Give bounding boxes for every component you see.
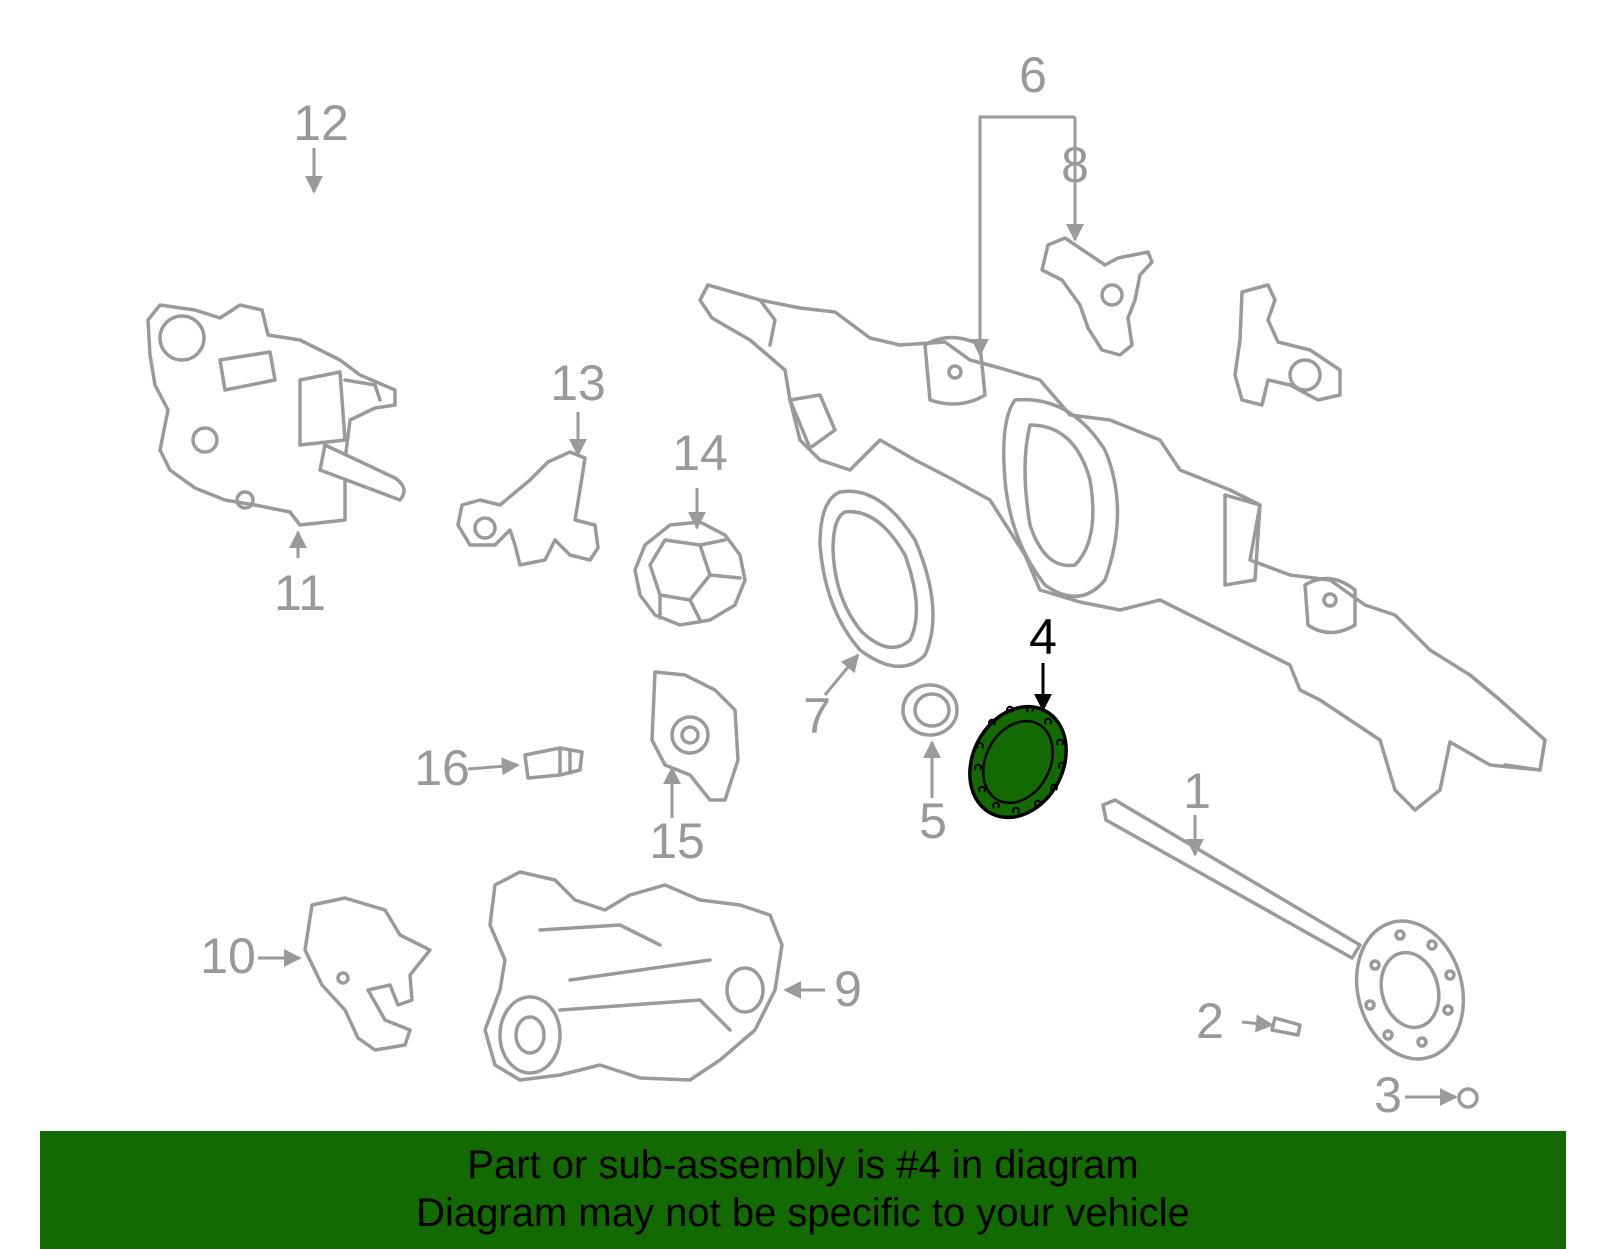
part-16-sensor[interactable] xyxy=(523,746,584,780)
banner-line-2: Diagram may not be specific to your vehi… xyxy=(416,1191,1190,1235)
callout-8: 8 xyxy=(1061,137,1089,193)
part-4-cover-plate[interactable] xyxy=(951,690,1085,835)
part-3-nut[interactable] xyxy=(1457,1087,1479,1109)
part-6-axle-housing[interactable] xyxy=(698,283,1547,812)
part-11-transfer-case[interactable] xyxy=(146,303,406,527)
leader-lines xyxy=(258,115,1458,1106)
callout-2: 2 xyxy=(1196,993,1224,1049)
callout-6: 6 xyxy=(1019,47,1047,103)
info-banner: Part or sub-assembly is #4 in diagram Di… xyxy=(40,1131,1566,1249)
callout-4: 4 xyxy=(1029,609,1057,665)
callout-5: 5 xyxy=(919,793,947,849)
banner-line-1: Part or sub-assembly is #4 in diagram xyxy=(467,1143,1139,1187)
part-10-heat-shield[interactable] xyxy=(303,896,432,1052)
part-8-bracket[interactable] xyxy=(1040,236,1342,407)
part-15-bracket[interactable] xyxy=(650,670,740,802)
part-14-differential-gear[interactable] xyxy=(633,520,747,627)
callout-16: 16 xyxy=(414,740,470,796)
part-1-axle-shaft[interactable] xyxy=(1101,798,1478,1071)
part-7-gasket[interactable] xyxy=(818,489,935,669)
callout-11: 11 xyxy=(274,565,326,621)
part-2-stud[interactable] xyxy=(1270,1016,1302,1037)
part-9-differential-carrier[interactable] xyxy=(483,870,784,1082)
callout-labels: 1 2 3 4 5 6 7 8 9 10 11 12 13 14 15 16 xyxy=(200,47,1402,1123)
part-12-rod[interactable] xyxy=(263,169,405,265)
part-5-seal[interactable] xyxy=(901,683,959,737)
callout-7: 7 xyxy=(803,688,831,744)
callout-15: 15 xyxy=(649,813,705,869)
callout-10: 10 xyxy=(200,928,256,984)
callout-1: 1 xyxy=(1183,763,1211,819)
part-13-shift-fork[interactable] xyxy=(456,450,600,567)
callout-12: 12 xyxy=(293,95,349,151)
callout-9: 9 xyxy=(834,961,862,1017)
callout-14: 14 xyxy=(672,425,728,481)
callout-3: 3 xyxy=(1374,1067,1402,1123)
callout-13: 13 xyxy=(550,355,606,411)
